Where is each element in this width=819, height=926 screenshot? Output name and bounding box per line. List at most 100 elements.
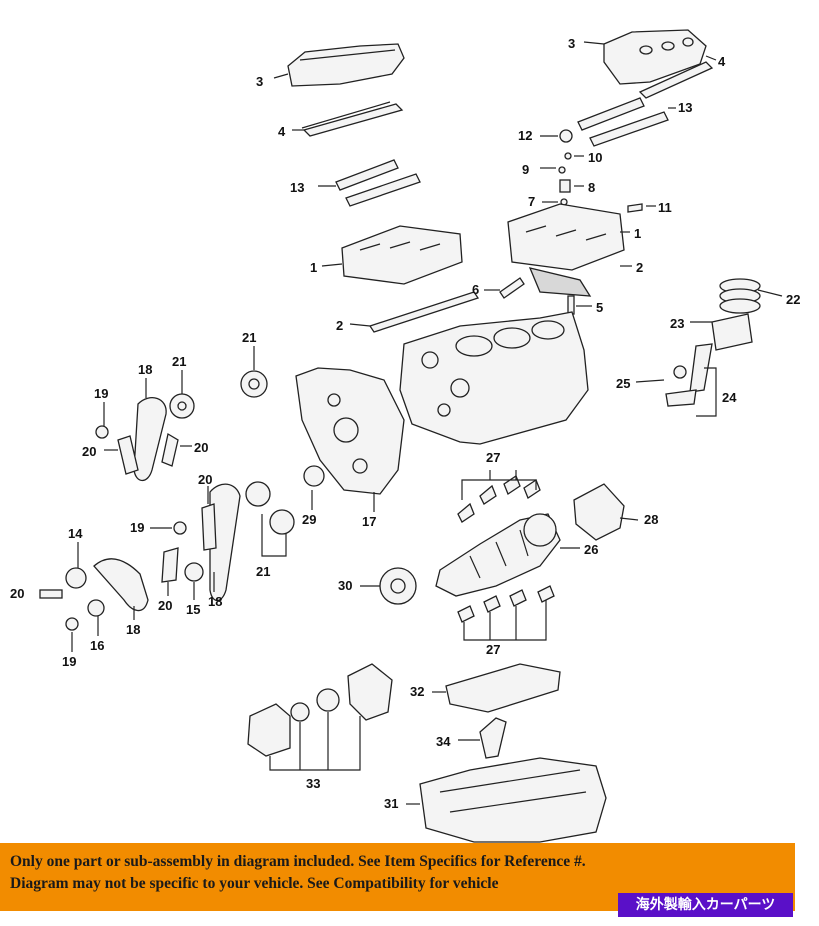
oil-pan [419,757,607,843]
bolt-19a [95,425,109,439]
timing-chain-middle [209,483,241,602]
oil-pan-baffle [445,663,561,713]
crank-pulley-hub [390,578,406,594]
callout-33: 33 [306,776,320,791]
callout-20-d: 20 [10,586,24,601]
callout-4-right: 4 [718,54,726,69]
callout-6: 6 [472,282,479,297]
sprocket-21b-hub [177,401,187,411]
callout-26: 26 [584,542,598,557]
sprocket-14 [65,567,87,589]
small-part-10 [564,152,572,160]
rear-main-seal [573,483,625,541]
callout-19-top: 19 [94,386,108,401]
callout-labels: 3 3 4 4 13 13 12 10 9 8 7 11 1 1 2 2 6 5… [10,36,800,811]
callout-4-left: 4 [278,124,286,139]
callout-11: 11 [658,200,672,215]
connecting-rod [689,343,713,393]
valve-cover-gasket-left [302,103,404,137]
bolt-19c [65,617,79,631]
callout-27-low: 27 [486,642,500,657]
oil-pump-cover [347,663,393,721]
oil-pump-ring-a [290,702,310,722]
piston-rings [719,278,761,314]
sprocket-16 [87,599,105,617]
diagram-canvas: 3 3 4 4 13 13 12 10 9 8 7 11 1 1 2 2 6 5… [10,29,800,843]
crank-bearings-upper [457,475,541,523]
callout-24: 24 [722,390,737,405]
crank-bearings-lower [457,585,555,623]
callout-9: 9 [522,162,529,177]
callout-13-right: 13 [678,100,692,115]
sprocket-21c [245,481,271,507]
small-part-9 [558,166,566,174]
callout-20-a: 20 [82,444,96,459]
valve-cover-left [287,43,405,87]
timing-chain-lower [93,558,149,612]
callout-21-top: 21 [242,330,256,345]
callout-13-left: 13 [290,180,304,195]
callout-3-right: 3 [568,36,575,51]
lifter-part-12 [559,129,573,143]
bolt-5 [567,295,575,315]
part-6 [499,277,525,299]
callout-19-low: 19 [62,654,76,669]
callout-22: 22 [786,292,800,307]
cylinder-head-right [507,203,625,297]
callout-18-top: 18 [138,362,152,377]
callout-34: 34 [436,734,451,749]
callout-29: 29 [302,512,316,527]
piston [711,313,753,351]
head-gasket-strip [368,291,480,333]
camshafts-left [335,159,421,207]
cylinder-head-left [341,225,463,285]
oil-pump-body [247,703,291,757]
chain-guide-d [161,547,179,583]
disclaimer-banner: Only one part or sub-assembly in diagram… [0,843,795,911]
callout-12: 12 [518,128,532,143]
sprocket-21d [269,509,295,535]
disclaimer-line-2: Diagram may not be specific to your vehi… [10,875,499,892]
callout-17: 17 [362,514,376,529]
oil-pump-ring-b [316,688,340,712]
callout-21-mid: 21 [172,354,186,369]
small-part-8 [559,179,571,193]
sprocket-21a-hub [248,378,260,390]
callout-8: 8 [588,180,595,195]
tensioner-20 [39,589,63,599]
callout-25: 25 [616,376,630,391]
bolt-19b [173,521,187,535]
callout-16: 16 [90,638,104,653]
chain-guide-c [201,503,217,551]
engine-block [399,311,589,445]
callout-20-b: 20 [194,440,208,455]
callout-19-mid: 19 [130,520,144,535]
callout-1-right: 1 [634,226,641,241]
sprocket-15 [184,562,204,582]
callout-27-top: 27 [486,450,500,465]
camshafts-right [577,97,669,147]
leader-lines [71,41,783,805]
crankshaft [435,513,561,597]
front-seal [303,465,325,487]
callout-1-left: 1 [310,260,317,275]
callout-32: 32 [410,684,424,699]
callout-23: 23 [670,316,684,331]
callout-10: 10 [588,150,602,165]
callout-2-right: 2 [636,260,643,275]
timing-chain-upper [133,397,167,482]
chain-guide-a [117,435,139,475]
chain-guide-b [161,432,179,467]
pin-part [673,365,687,379]
valve-cover-gasket-right [638,61,714,99]
callout-20-c: 20 [198,472,212,487]
small-part-11 [627,203,643,213]
disclaimer-line-1: Only one part or sub-assembly in diagram… [10,853,586,870]
callout-7: 7 [528,194,535,209]
callout-3-left: 3 [256,74,263,89]
callout-31: 31 [384,796,398,811]
callout-28: 28 [644,512,658,527]
shop-badge: 海外製輸入カーパーツ [618,893,793,917]
timing-cover [295,367,405,495]
callout-20-e: 20 [158,598,172,613]
